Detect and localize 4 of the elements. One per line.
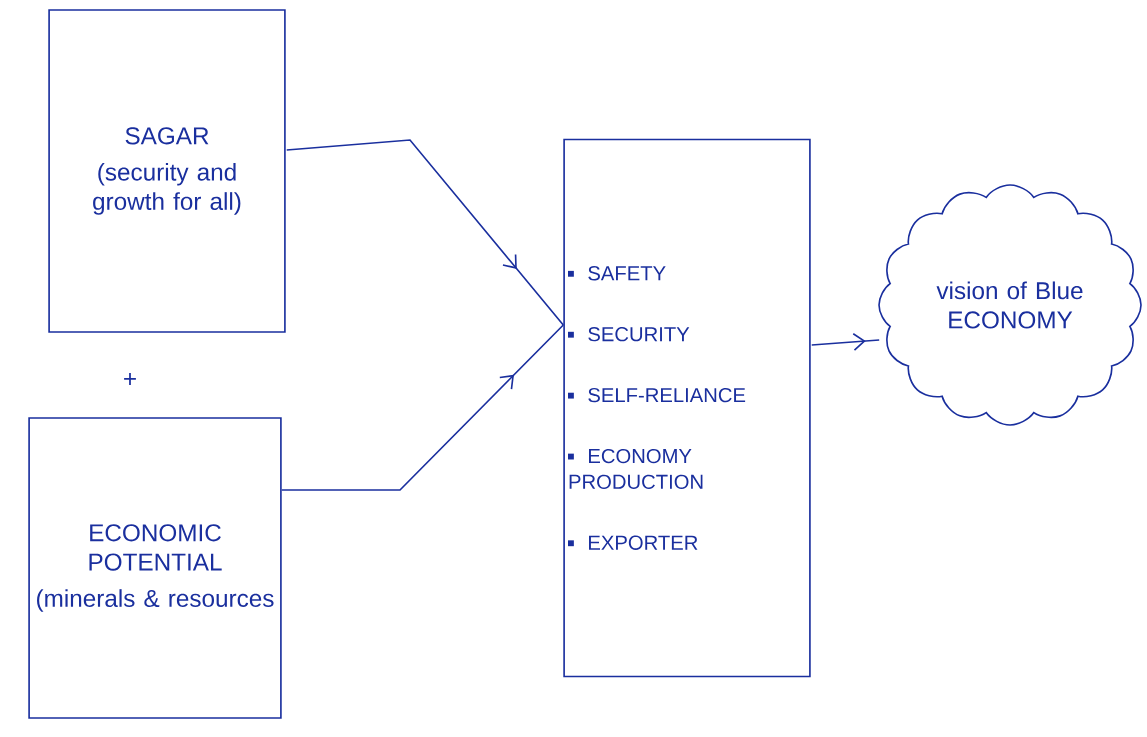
text-box: ECONOMIC POTENTIAL (minerals & resources: [28, 417, 282, 719]
plus-sign: +: [124, 373, 136, 385]
text-box: SAGAR (security and growth for all): [48, 9, 286, 333]
list-box: SAFETY SECURITY SELF-RELIANCE ECONOMY PRODUCTION EXPORTER: [563, 138, 811, 678]
